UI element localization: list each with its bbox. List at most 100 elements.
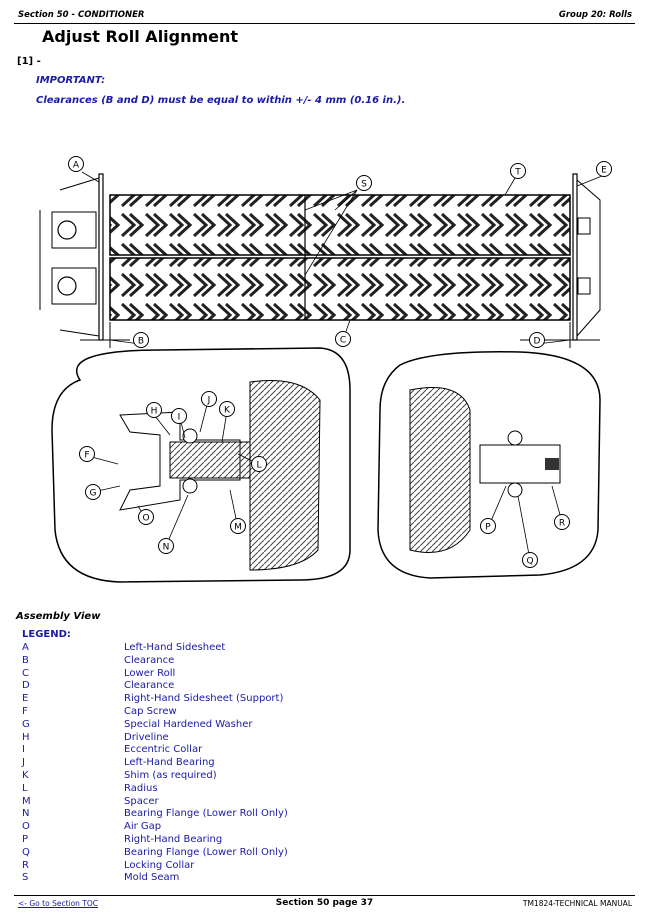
- legend-item: A Left-Hand Sidesheet: [22, 642, 288, 655]
- legend-key: G: [22, 718, 30, 730]
- svg-text:D: D: [534, 337, 541, 347]
- svg-text:N: N: [163, 543, 170, 553]
- right-sidesheet: [572, 173, 601, 341]
- footer-divider: [14, 895, 635, 896]
- callout-b: B: [133, 332, 149, 348]
- svg-text:J: J: [207, 396, 211, 406]
- legend-item: P Right-Hand Bearing: [22, 834, 288, 847]
- callout-n: N: [158, 538, 174, 554]
- group-header: Group 20: Rolls: [558, 10, 632, 20]
- legend-title: LEGEND:: [22, 629, 71, 640]
- legend-label: Right-Hand Sidesheet (Support): [124, 693, 284, 705]
- header-divider: [14, 23, 635, 24]
- callout-p: P: [480, 518, 496, 534]
- roll-assembly-illustration: A B C D E S T F G H I J K L M N O P Q R: [39, 156, 612, 583]
- legend-key: I: [22, 744, 25, 756]
- step-number: [1] -: [17, 56, 41, 67]
- callout-q: Q: [522, 552, 538, 568]
- lower-roll: [109, 257, 571, 321]
- legend-label: Clearance: [124, 680, 175, 692]
- callout-j: J: [201, 391, 217, 407]
- left-bearing-detail: [51, 347, 351, 583]
- callout-e: E: [596, 161, 612, 177]
- clearance-note: Clearances (B and D) must be equal to wi…: [36, 95, 406, 106]
- legend-key: M: [22, 795, 31, 807]
- svg-text:M: M: [234, 523, 242, 533]
- page-title: Adjust Roll Alignment: [42, 27, 239, 46]
- callout-r: R: [554, 514, 570, 530]
- legend-label: Mold Seam: [124, 872, 180, 884]
- svg-text:B: B: [138, 337, 144, 347]
- svg-text:R: R: [559, 519, 565, 529]
- svg-text:Q: Q: [526, 557, 533, 567]
- legend-label: Lower Roll: [124, 667, 176, 679]
- svg-text:L: L: [256, 461, 261, 471]
- left-drive-yokes: [51, 211, 97, 305]
- legend-item: Q Bearing Flange (Lower Roll Only): [22, 847, 288, 860]
- left-sidesheet: [39, 173, 104, 341]
- callout-m: M: [230, 518, 246, 534]
- callout-k: K: [219, 401, 235, 417]
- manual-name: TM1824-TECHNICAL MANUAL: [522, 899, 632, 908]
- legend-key: C: [22, 667, 29, 679]
- section-toc-link[interactable]: <- Go to Section TOC: [18, 899, 99, 908]
- svg-text:T: T: [514, 168, 521, 178]
- svg-text:H: H: [151, 407, 158, 417]
- svg-text:O: O: [142, 514, 149, 524]
- legend-key: A: [22, 642, 29, 653]
- callout-c: C: [335, 331, 351, 347]
- callout-o: O: [138, 509, 154, 525]
- legend-key: P: [22, 833, 29, 845]
- callout-d: D: [529, 332, 545, 348]
- legend-item: C Lower Roll: [22, 668, 288, 681]
- legend-label: Special Hardened Washer: [124, 718, 253, 730]
- legend-label: Driveline: [124, 731, 169, 743]
- callout-g: G: [85, 484, 101, 500]
- svg-text:F: F: [84, 451, 89, 461]
- legend-key: H: [22, 731, 30, 743]
- legend-key: K: [22, 769, 29, 781]
- svg-text:S: S: [361, 180, 367, 190]
- right-bearing-detail: [377, 351, 601, 579]
- legend-label: Right-Hand Bearing: [124, 833, 223, 845]
- callout-i: I: [171, 408, 187, 424]
- important-label: IMPORTANT:: [36, 75, 106, 86]
- legend-label: Bearing Flange (Lower Roll Only): [124, 846, 288, 858]
- callout-l: L: [251, 456, 267, 472]
- legend-item: S Mold Seam: [22, 872, 288, 885]
- section-header: Section 50 - CONDITIONER: [18, 10, 145, 20]
- legend-label: Air Gap: [124, 821, 162, 833]
- legend-label: Left-Hand Sidesheet: [124, 642, 226, 653]
- svg-text:E: E: [601, 166, 607, 176]
- svg-text:A: A: [73, 161, 80, 171]
- legend-key: E: [22, 693, 29, 705]
- legend-label: Spacer: [124, 795, 159, 807]
- legend-label: Clearance: [124, 654, 175, 666]
- legend-key: S: [22, 872, 29, 884]
- legend-item: M Spacer: [22, 796, 288, 809]
- legend-label: Cap Screw: [124, 705, 177, 717]
- legend-item: E Right-Hand Sidesheet (Support): [22, 693, 288, 706]
- legend-label: Bearing Flange (Lower Roll Only): [124, 808, 288, 820]
- legend-label: Locking Collar: [124, 859, 195, 871]
- legend-label: Eccentric Collar: [124, 744, 203, 756]
- callout-h: H: [146, 402, 162, 418]
- legend-item: H Driveline: [22, 732, 288, 745]
- page-number: Section 50 page 37: [275, 898, 374, 908]
- assembly-view-caption: Assembly View: [16, 611, 101, 622]
- upper-roll: [109, 194, 571, 256]
- svg-text:I: I: [178, 413, 181, 423]
- svg-text:G: G: [90, 489, 97, 499]
- legend-key: N: [22, 808, 30, 820]
- legend-key: D: [22, 680, 30, 692]
- legend-key: Q: [22, 846, 30, 858]
- svg-text:C: C: [340, 336, 346, 346]
- svg-text:P: P: [485, 523, 491, 533]
